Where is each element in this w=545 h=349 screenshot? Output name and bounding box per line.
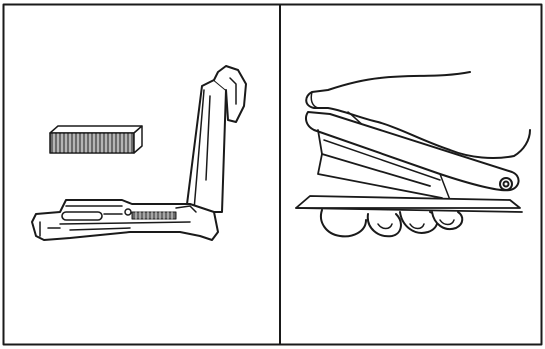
panel-left bbox=[32, 66, 246, 240]
panel-right bbox=[296, 72, 530, 236]
fingers-below bbox=[321, 210, 462, 236]
paper-sheets bbox=[296, 196, 522, 212]
staple-strip bbox=[50, 126, 142, 153]
